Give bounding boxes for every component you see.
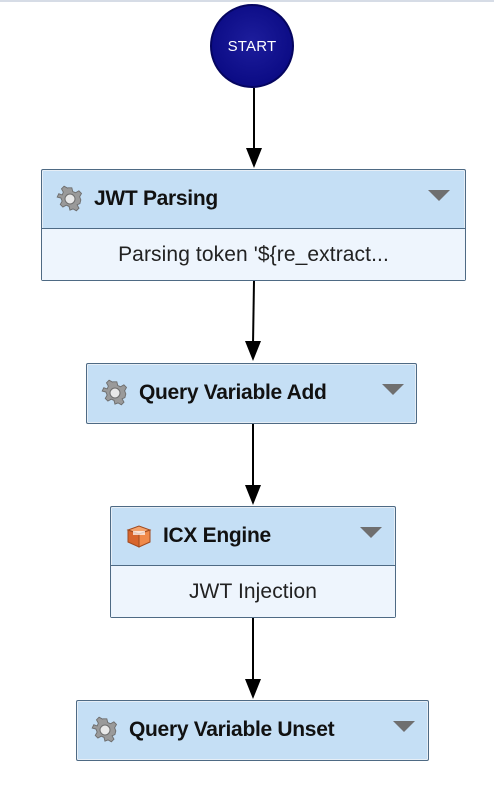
start-label: START [227,37,277,55]
chevron-down-icon[interactable] [428,190,450,201]
node-header: ICX Engine [111,507,395,565]
chevron-down-icon[interactable] [393,721,415,732]
gear-icon [56,185,84,213]
chevron-down-icon[interactable] [360,527,382,538]
node-title: ICX Engine [163,524,271,547]
gear-icon [91,716,119,744]
node-subtitle: Parsing token '${re_extract... [42,228,465,280]
node-jwt-parsing[interactable]: JWT Parsing Parsing token '${re_extract.… [41,169,466,281]
start-node[interactable]: START [210,4,294,88]
connector-jwt-qva [252,280,255,345]
node-header: Query Variable Unset [77,701,428,759]
arrowhead-qva [245,341,261,361]
chevron-down-icon[interactable] [382,384,404,395]
arrowhead-jwt [246,148,262,168]
node-header: Query Variable Add [87,364,416,422]
node-query-variable-add[interactable]: Query Variable Add [86,363,417,424]
node-query-variable-unset[interactable]: Query Variable Unset [76,700,429,761]
node-icx-engine[interactable]: ICX Engine JWT Injection [110,506,396,618]
node-title: Query Variable Add [139,381,327,404]
box-icon [125,522,153,550]
node-title: Query Variable Unset [129,718,335,741]
node-title: JWT Parsing [94,187,218,210]
node-header: JWT Parsing [42,170,465,228]
canvas-top-border [0,0,494,2]
arrowhead-icx [245,485,261,505]
gear-icon [101,379,129,407]
arrowhead-qvu [245,679,261,699]
node-subtitle: JWT Injection [111,565,395,617]
